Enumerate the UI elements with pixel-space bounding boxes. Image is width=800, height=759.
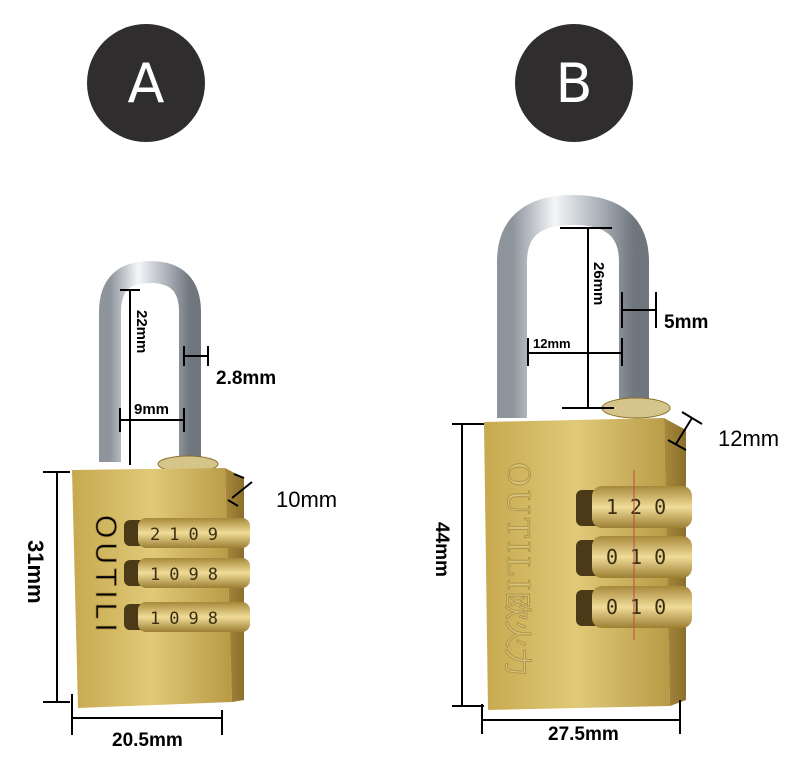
lock-b-dimension-lines bbox=[452, 227, 703, 734]
lock-a-shackle-height-label: 22mm bbox=[133, 310, 150, 353]
lock-a-shackle-diameter-label: 2.8mm bbox=[216, 368, 276, 389]
lock-b-dial-2-digits: 010 bbox=[606, 545, 678, 569]
lock-a-brand: OUTILI bbox=[89, 515, 122, 636]
lock-b-shackle-width-label: 12mm bbox=[533, 336, 571, 351]
lock-b-brand: OUTILI bbox=[500, 462, 535, 594]
lock-b-shackle bbox=[497, 194, 649, 418]
lock-a-body-height-label: 31mm bbox=[23, 540, 48, 604]
lock-a-dial-2 bbox=[138, 558, 250, 588]
lock-b-dial-2 bbox=[592, 536, 692, 578]
badge-b: B bbox=[515, 24, 633, 142]
lock-b-body-width-label: 27.5mm bbox=[548, 724, 619, 745]
lock-a-dial-1 bbox=[138, 518, 250, 548]
lock-b-dial-3 bbox=[592, 586, 692, 628]
lock-a-dial-2-digits: 1098 bbox=[150, 565, 227, 585]
lock-a-dial-3-digits: 1098 bbox=[150, 609, 227, 629]
lock-a-body-width-label: 20.5mm bbox=[112, 730, 183, 751]
lock-b-brand-cjk: 欧火力 bbox=[501, 592, 534, 676]
lock-a-shackle-width-label: 9mm bbox=[134, 401, 169, 418]
lock-a-dial-3 bbox=[138, 602, 250, 632]
lock-a: OUTILI 2109 1098 1098 bbox=[72, 260, 250, 708]
lock-b-thickness-label: 12mm bbox=[718, 426, 779, 451]
badge-a: A bbox=[87, 24, 205, 142]
lock-b-dial-1 bbox=[592, 486, 692, 528]
lock-b-dial-1-digits: 120 bbox=[606, 495, 678, 519]
lock-b-shackle-diameter-label: 5mm bbox=[664, 312, 708, 333]
lock-b: OUTILI 欧火力 120 010 010 bbox=[484, 194, 692, 710]
lock-a-dimension-lines bbox=[43, 289, 253, 735]
lock-b-dial-3-digits: 010 bbox=[606, 595, 678, 619]
lock-b-shackle-height-label: 26mm bbox=[590, 262, 607, 305]
lock-a-thickness-label: 10mm bbox=[276, 487, 337, 512]
lock-a-shackle bbox=[99, 260, 201, 462]
lock-a-dial-1-digits: 2109 bbox=[150, 525, 227, 545]
lock-b-body-height-label: 44mm bbox=[431, 522, 452, 577]
